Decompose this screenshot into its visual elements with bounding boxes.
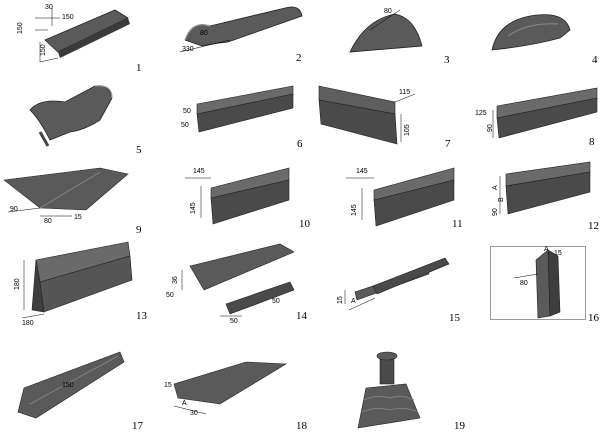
- item-number: 5: [136, 144, 142, 156]
- profile-drawing-16: [513, 249, 561, 319]
- profile-drawing-3: [349, 9, 423, 53]
- item-16: A 15 80 16: [490, 246, 602, 328]
- item-14: 36 50 50 50 14: [160, 240, 310, 330]
- dim-label: A: [351, 298, 356, 305]
- dim-label: 330: [182, 46, 194, 53]
- dim-label: 50: [183, 108, 191, 115]
- item-number: 12: [588, 220, 599, 232]
- profile-drawing-11: [346, 167, 455, 227]
- dim-label: 145: [193, 168, 205, 175]
- item-number: 11: [452, 218, 463, 230]
- item-number: 13: [136, 310, 147, 322]
- dim-label: 80: [44, 218, 52, 225]
- profile-drawing-6: [196, 85, 294, 133]
- profile-drawing-2: [179, 6, 303, 53]
- dim-label: 15: [164, 382, 172, 389]
- profile-drawing-17: [17, 351, 125, 419]
- dim-label: 90: [10, 206, 18, 213]
- dim-label: 50: [181, 122, 189, 129]
- item-number: 9: [136, 224, 142, 236]
- item-number: 19: [454, 420, 465, 432]
- item-number: 1: [136, 62, 142, 74]
- item-number: 14: [296, 310, 307, 322]
- dim-label: 180: [22, 320, 34, 327]
- dim-label: 180: [14, 278, 21, 290]
- dim-label: 15: [74, 214, 82, 221]
- dim-label: 105: [404, 124, 411, 136]
- dim-label: A: [182, 400, 187, 407]
- item-5: 5: [0, 80, 150, 160]
- profile-drawing-10: [185, 167, 290, 225]
- item-number: 17: [132, 420, 143, 432]
- dim-label: 30: [45, 4, 53, 11]
- dim-label: 30: [190, 410, 198, 417]
- item-11: 145 145 11: [330, 162, 470, 237]
- item-number: 10: [299, 218, 310, 230]
- dim-label: B: [498, 197, 505, 202]
- dim-label: 80: [384, 8, 392, 15]
- item-number: 18: [296, 420, 307, 432]
- dim-label: 150: [62, 14, 74, 21]
- dim-label: 15: [337, 296, 344, 304]
- dim-label: 90: [492, 208, 499, 216]
- profile-drawing-9: [3, 167, 129, 217]
- dim-label: 50: [230, 318, 238, 325]
- item-18: 15 A 30 18: [160, 348, 310, 433]
- item-13: 180 180 13: [0, 240, 150, 330]
- dim-label: 150: [62, 382, 74, 389]
- profile-drawing-13: [21, 241, 133, 319]
- dim-label: 90: [487, 124, 494, 132]
- item-number: 6: [297, 138, 303, 150]
- dim-label: 50: [272, 298, 280, 305]
- item-4: 4: [480, 0, 600, 80]
- item-12: A B 90 12: [478, 161, 600, 237]
- profile-drawing-12: [499, 161, 591, 215]
- item-number: 2: [296, 52, 302, 64]
- dim-label: 150: [17, 22, 24, 34]
- figure-frame: [490, 246, 586, 320]
- item-10: 145 145 10: [165, 162, 310, 237]
- profile-drawing-4: [491, 14, 571, 51]
- item-1: 30 150 150 150 1: [0, 0, 150, 80]
- dim-label: 145: [190, 202, 197, 214]
- dim-label: 145: [351, 204, 358, 216]
- item-number: 16: [588, 312, 599, 324]
- item-7: 115 105 7: [315, 80, 455, 160]
- dim-label: 115: [399, 89, 411, 96]
- dim-label: 125: [475, 110, 487, 117]
- dim-label: 36: [172, 276, 179, 284]
- dim-label: 80: [200, 30, 208, 37]
- item-number: 7: [445, 138, 451, 150]
- dim-label: 150: [40, 44, 47, 56]
- item-number: 3: [444, 54, 450, 66]
- item-9: 90 80 15 9: [0, 162, 150, 237]
- item-8: 125 90 8: [465, 80, 600, 160]
- profile-drawing-5: [29, 85, 113, 147]
- profile-drawing-15: [344, 257, 450, 311]
- profile-drawing-19: [357, 351, 421, 429]
- profile-drawing-18: [173, 361, 287, 415]
- item-3: 80 3: [330, 0, 460, 80]
- dim-label: A: [492, 185, 499, 190]
- dim-label: 50: [166, 292, 174, 299]
- dim-label: A: [544, 246, 549, 253]
- item-17: 150 17: [0, 348, 150, 433]
- profile-drawing-8: [492, 87, 598, 139]
- profile-drawing-1: [35, 8, 130, 63]
- dim-label: 145: [356, 168, 368, 175]
- profile-drawing-14: [181, 243, 295, 317]
- dim-label: 15: [554, 250, 562, 257]
- item-19: 19: [330, 348, 470, 433]
- item-number: 15: [449, 312, 460, 324]
- item-15: 15 A 15: [325, 240, 470, 330]
- item-number: 4: [592, 54, 598, 66]
- item-number: 8: [589, 136, 595, 148]
- dim-label: 80: [520, 280, 528, 287]
- profile-drawing-7: [318, 85, 416, 145]
- item-6: 50 50 6: [165, 80, 305, 160]
- item-2: 80 330 2: [160, 0, 310, 80]
